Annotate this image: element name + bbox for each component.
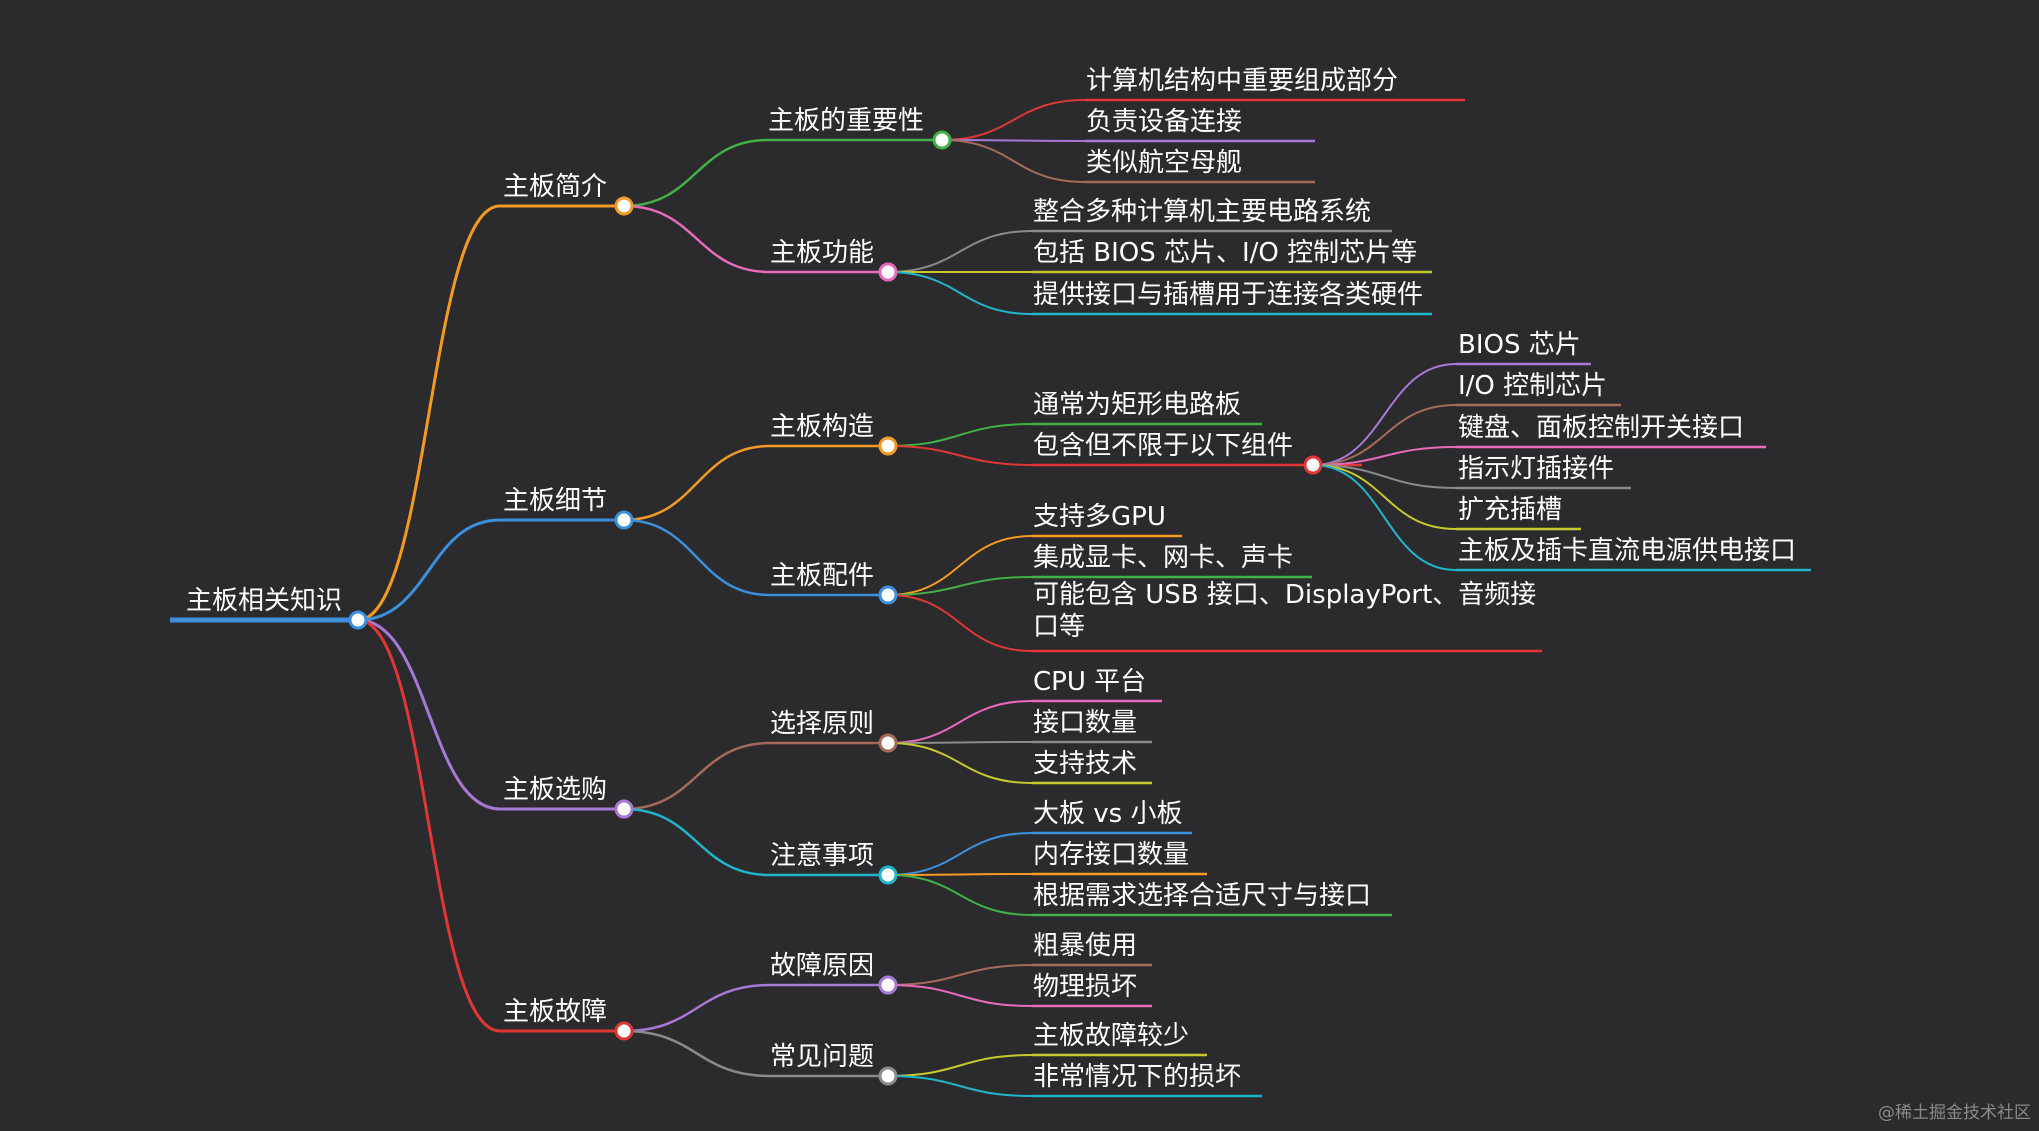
component-node-label: I/O 控制芯片 [1458, 371, 1608, 401]
leaf-node-label: 内存接口数量 [1033, 840, 1190, 870]
component-connector [1312, 363, 1457, 466]
component-node-label: 扩充插槽 [1458, 495, 1563, 525]
leaf-node-label: 计算机结构中重要组成部分 [1086, 66, 1399, 96]
leaf-connector [887, 576, 1033, 596]
component-connector [1312, 446, 1457, 466]
leaf-node-label: 接口数量 [1033, 708, 1138, 738]
leaf-node-label: 支持多GPU [1033, 502, 1166, 532]
leaf-connector [887, 423, 1033, 447]
leaf-connector [887, 873, 1033, 876]
leaf-node-label: 类似航空母舰 [1086, 148, 1243, 178]
branch-node-label: 主板故障 [503, 997, 608, 1027]
leaf-connector [887, 1054, 1033, 1077]
watermark: @稀土掘金技术社区 [1878, 1103, 2031, 1123]
component-connector [1312, 464, 1457, 489]
subbranch-node-label: 主板功能 [770, 238, 875, 268]
leaf-node-label: 大板 vs 小板 [1033, 799, 1183, 829]
subbranch-connector [623, 204, 771, 274]
leaf-node-label: 根据需求选择合适尺寸与接口 [1033, 881, 1372, 911]
subbranch-node-label: 主板配件 [770, 561, 875, 591]
subbranch-node-dot[interactable] [878, 1066, 898, 1086]
subbranch-node-dot[interactable] [878, 262, 898, 282]
subbranch-node-label: 主板的重要性 [768, 106, 925, 136]
leaf-connector [941, 139, 1086, 142]
subbranch-node-dot[interactable] [878, 585, 898, 605]
subbranch-node-label: 主板构造 [770, 412, 875, 442]
branch-connector [357, 618, 501, 1033]
leaf-connector [887, 742, 1033, 784]
leaf-node-label: 粗暴使用 [1033, 931, 1138, 961]
branch-connector [357, 204, 501, 622]
leaf-node-label: 非常情况下的损坏 [1033, 1062, 1242, 1092]
leaf-connector [887, 700, 1033, 744]
branch-node-dot[interactable] [614, 799, 634, 819]
branch-node-dot[interactable] [614, 510, 634, 530]
leaf-node-label: 集成显卡、网卡、声卡 [1033, 543, 1294, 573]
leaf-node-label: 可能包含 USB 接口、DisplayPort、音频接口等 [1033, 580, 1537, 642]
component-group-node-dot[interactable] [1303, 455, 1323, 475]
subbranch-connector [623, 983, 771, 1033]
component-connector [1312, 464, 1457, 571]
leaf-node-label: CPU 平台 [1033, 667, 1147, 697]
leaf-connector [941, 139, 1086, 183]
subbranch-node-label: 选择原则 [770, 709, 875, 739]
component-connector [1312, 464, 1457, 530]
branch-connector [357, 518, 501, 622]
subbranch-node-dot[interactable] [878, 733, 898, 753]
subbranch-node-dot[interactable] [878, 436, 898, 456]
component-node-label: BIOS 芯片 [1458, 330, 1581, 360]
leaf-node-label: 提供接口与插槽用于连接各类硬件 [1033, 280, 1424, 310]
branch-connector [357, 618, 501, 811]
component-node-label: 键盘、面板控制开关接口 [1458, 413, 1745, 443]
branch-node-label: 主板细节 [503, 486, 608, 516]
leaf-connector [887, 832, 1033, 876]
component-node-label: 主板及插卡直流电源供电接口 [1458, 536, 1797, 566]
subbranch-connector [623, 518, 771, 597]
leaf-node-label: 通常为矩形电路板 [1033, 390, 1242, 420]
leaf-connector [887, 535, 1033, 596]
leaf-node-label: 包含但不限于以下组件 [1033, 431, 1294, 461]
leaf-connector [887, 984, 1033, 1007]
leaf-node-label: 支持技术 [1033, 749, 1138, 779]
branch-node-dot[interactable] [614, 1021, 634, 1041]
leaf-connector [887, 964, 1033, 986]
subbranch-node-label: 注意事项 [770, 841, 875, 871]
leaf-node-label: 物理损坏 [1033, 972, 1138, 1002]
leaf-connector [887, 230, 1033, 273]
leaf-node-label: 主板故障较少 [1033, 1021, 1190, 1051]
subbranch-node-dot[interactable] [878, 865, 898, 885]
branch-node-dot[interactable] [614, 196, 634, 216]
leaf-node-label: 包括 BIOS 芯片、I/O 控制芯片等 [1033, 238, 1418, 268]
leaf-node-label: 整合多种计算机主要电路系统 [1033, 197, 1372, 227]
component-connector [1312, 404, 1457, 466]
leaf-connector [887, 741, 1033, 744]
leaf-connector [887, 874, 1033, 916]
component-node-label: 指示灯插接件 [1458, 454, 1615, 484]
leaf-node-label: 负责设备连接 [1086, 107, 1243, 137]
leaf-connector [887, 594, 1033, 652]
root-node-dot[interactable] [348, 610, 368, 630]
subbranch-node-label: 故障原因 [770, 951, 875, 981]
branch-node-label: 主板简介 [503, 172, 608, 202]
root-node-label: 主板相关知识 [186, 586, 343, 616]
subbranch-node-label: 常见问题 [770, 1042, 875, 1072]
leaf-connector [887, 271, 1033, 315]
subbranch-node-dot[interactable] [932, 130, 952, 150]
branch-node-label: 主板选购 [503, 775, 608, 805]
subbranch-node-dot[interactable] [878, 975, 898, 995]
subbranch-connector [623, 1029, 771, 1078]
leaf-connector [887, 445, 1033, 466]
subbranch-connector [623, 138, 769, 208]
leaf-connector [941, 99, 1086, 141]
leaf-connector [887, 1075, 1033, 1097]
subbranch-connector [623, 444, 771, 522]
subbranch-connector [623, 741, 771, 811]
subbranch-connector [623, 807, 771, 877]
